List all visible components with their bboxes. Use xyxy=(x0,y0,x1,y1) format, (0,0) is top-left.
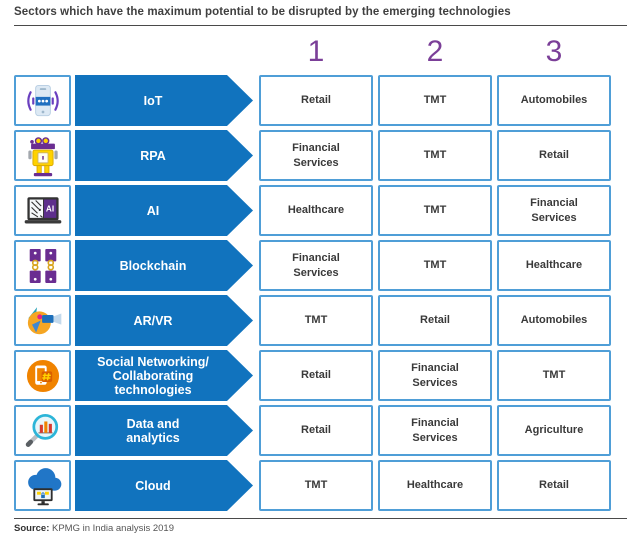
blockchain-chain-icon xyxy=(14,240,71,291)
rank-cell-label: TMT xyxy=(423,204,447,217)
data-analytics-magnifier-icon xyxy=(14,405,71,456)
technology-arrow: AI xyxy=(75,185,253,236)
technology-arrow: Data and analytics xyxy=(75,405,253,456)
rank-cell-label: Automobiles xyxy=(520,94,588,107)
rank-cell-label: Financial Services xyxy=(292,142,340,169)
technology-arrow: AR/VR xyxy=(75,295,253,346)
ai-laptop-icon: AI xyxy=(14,185,71,236)
table-row: Social Networking/ Collaborating technol… xyxy=(14,350,627,401)
rank-cell-label: Retail xyxy=(420,314,450,327)
technology-arrow: RPA xyxy=(75,130,253,181)
rank-cell-label: Retail xyxy=(301,424,331,437)
rank-cell-label: Healthcare xyxy=(287,204,345,217)
rank-number-1: 1 xyxy=(307,35,325,68)
rank-cell: Healthcare xyxy=(497,240,611,291)
rank-cell: Financial Services xyxy=(497,185,611,236)
source-label: Source: xyxy=(14,523,50,534)
rank-cell: Financial Services xyxy=(259,240,373,291)
rank-cell: TMT xyxy=(378,240,492,291)
social-networking-icon xyxy=(14,350,71,401)
table-row: RPA Financial Services TMT Retail xyxy=(14,130,627,181)
rank-cell: Retail xyxy=(497,460,611,511)
technology-label: AR/VR xyxy=(133,313,173,328)
technology-arrow: Cloud xyxy=(75,460,253,511)
rpa-robot-icon xyxy=(14,130,71,181)
iot-smartphone-icon xyxy=(14,75,71,126)
ar-vr-headset-icon xyxy=(14,295,71,346)
rank-cell-label: Financial Services xyxy=(411,362,459,389)
source-note: Source: KPMG in India analysis 2019 xyxy=(14,523,627,534)
rank-cell-label: TMT xyxy=(304,479,328,492)
technology-label: Blockchain xyxy=(119,258,187,273)
rank-cell: Financial Services xyxy=(378,405,492,456)
rank-cell: TMT xyxy=(259,460,373,511)
rank-number-2: 2 xyxy=(426,35,444,68)
rank-cell-label: Retail xyxy=(539,479,569,492)
rank-cell: Retail xyxy=(378,295,492,346)
table-row: Blockchain Financial Services TMT Healthcar… xyxy=(14,240,627,291)
technology-label: Cloud xyxy=(135,478,171,493)
rank-cell-label: Financial Services xyxy=(411,417,459,444)
rank-cell: Retail xyxy=(259,75,373,126)
rank-cell: Healthcare xyxy=(259,185,373,236)
svg-text:AI: AI xyxy=(45,204,53,213)
rank-cell-label: Financial Services xyxy=(292,252,340,279)
rank-cell: Financial Services xyxy=(259,130,373,181)
table-row: AR/VR TMT Retail Automobiles xyxy=(14,295,627,346)
technology-arrow: Social Networking/ Collaborating technol… xyxy=(75,350,253,401)
rank-cell: Healthcare xyxy=(378,460,492,511)
rank-cell-label: Healthcare xyxy=(525,259,583,272)
rank-cell: TMT xyxy=(497,350,611,401)
table-row: IoT Retail TMT Automobiles xyxy=(14,75,627,126)
rank-cell: Financial Services xyxy=(378,350,492,401)
technology-label: IoT xyxy=(143,93,163,108)
rank-cell: Retail xyxy=(497,130,611,181)
rank-cell: TMT xyxy=(378,185,492,236)
rank-cell-label: TMT xyxy=(423,94,447,107)
rank-cell-label: Healthcare xyxy=(406,479,464,492)
rank-cell-label: Retail xyxy=(301,369,331,382)
rank-cell: TMT xyxy=(259,295,373,346)
technology-label: Data and analytics xyxy=(126,416,180,445)
technology-arrow: IoT xyxy=(75,75,253,126)
technology-label: AI xyxy=(146,203,160,218)
rank-cell-label: TMT xyxy=(542,369,566,382)
technology-arrow: Blockchain xyxy=(75,240,253,291)
rank-cell: Agriculture xyxy=(497,405,611,456)
rank-cell-label: TMT xyxy=(304,314,328,327)
page-title: Sectors which have the maximum potential… xyxy=(14,6,511,18)
rank-cell: Retail xyxy=(259,350,373,401)
rank-cell-label: Financial Services xyxy=(530,197,578,224)
rank-number-3: 3 xyxy=(545,35,563,68)
table-row: Data and analytics Retail Financial Servic… xyxy=(14,405,627,456)
rank-cell-label: Retail xyxy=(539,149,569,162)
title-divider xyxy=(14,25,627,26)
rank-header-row: 1 2 3 xyxy=(14,26,627,70)
table-row: Cloud TMT Healthcare Retail xyxy=(14,460,627,511)
cloud-computing-icon xyxy=(14,460,71,511)
rank-cell-label: TMT xyxy=(423,259,447,272)
rank-cell: TMT xyxy=(378,75,492,126)
rank-cell-label: Automobiles xyxy=(520,314,588,327)
source-text: KPMG in India analysis 2019 xyxy=(49,523,174,534)
rank-cell-label: TMT xyxy=(423,149,447,162)
rank-cell: TMT xyxy=(378,130,492,181)
technology-label: Social Networking/ Collaborating technol… xyxy=(97,354,209,397)
rank-cell: Automobiles xyxy=(497,75,611,126)
footer-divider xyxy=(14,518,627,519)
rank-cell: Automobiles xyxy=(497,295,611,346)
rank-cell-label: Retail xyxy=(301,94,331,107)
technology-label: RPA xyxy=(140,148,166,163)
table-row: AI AI Healthcare TMT Financial Services xyxy=(14,185,627,236)
rank-cell: Retail xyxy=(259,405,373,456)
rank-cell-label: Agriculture xyxy=(524,424,584,437)
